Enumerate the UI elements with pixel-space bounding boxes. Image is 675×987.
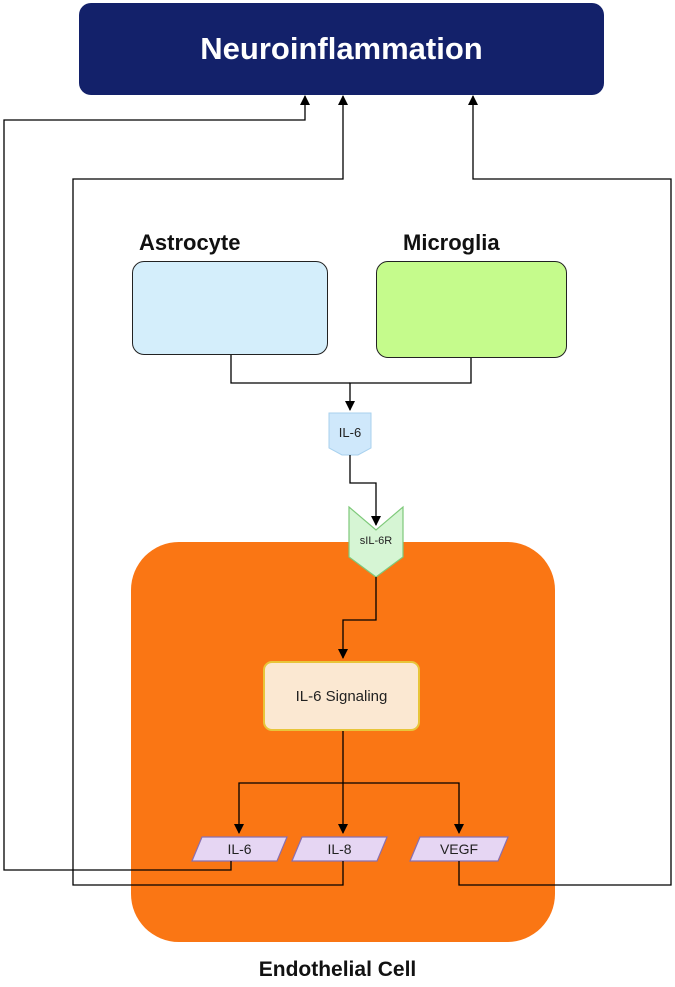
receptor-to-signaling-line	[338, 577, 377, 659]
il8-output-shape	[291, 836, 388, 862]
microglia-box	[376, 261, 567, 358]
branch-to-il6-line	[234, 782, 343, 834]
microglia-label: Microglia	[403, 230, 500, 255]
astrocyte-box	[132, 261, 328, 355]
sil6r-receptor-shape	[348, 505, 404, 578]
il6-output-label: IL-6	[227, 841, 252, 857]
il6-signaling-box: IL-6 Signaling	[263, 661, 420, 731]
il6-ligand-label: IL-6	[338, 425, 362, 440]
vegf-output-shape	[409, 836, 509, 862]
neuroinflammation-title: Neuroinflammation	[79, 3, 604, 95]
microglia-to-il6-line	[345, 358, 472, 411]
vegf-feedback-line	[458, 95, 672, 886]
il6-feedback-line	[3, 95, 310, 871]
il6-output-shape	[191, 836, 288, 862]
astrocyte-to-il6-line	[230, 355, 350, 384]
branch-to-vegf-line	[343, 782, 464, 834]
il6-ligand-shape	[328, 412, 372, 456]
endothelial-cell-label: Endothelial Cell	[258, 958, 417, 981]
il6-to-receptor-line	[349, 455, 381, 526]
sil6r-receptor-label: sIL-6R	[359, 535, 393, 547]
il8-feedback-line	[72, 95, 348, 886]
vegf-output-label: VEGF	[439, 841, 479, 857]
il8-output-label: IL-8	[327, 841, 352, 857]
astrocyte-label: Astrocyte	[139, 230, 241, 255]
